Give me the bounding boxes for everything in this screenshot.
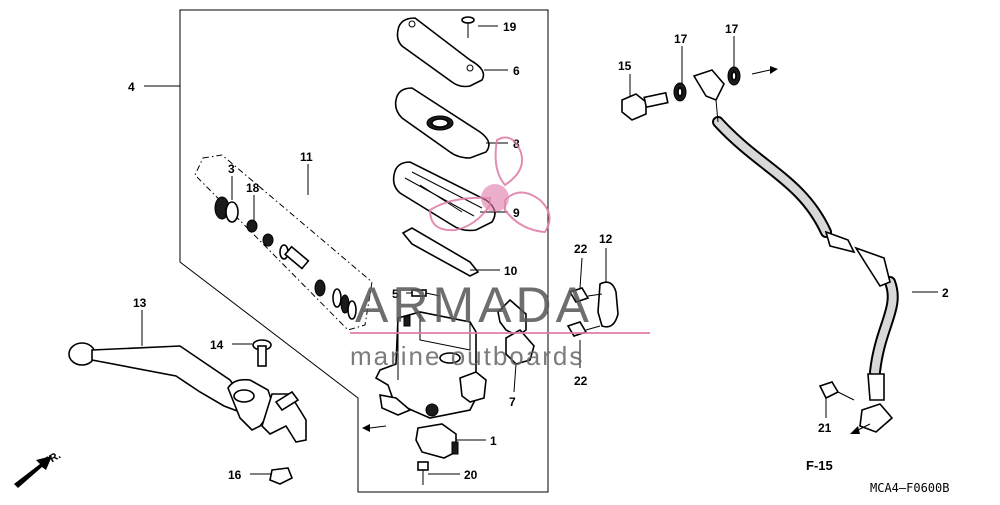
holder-clamp [497,298,535,365]
propeller-logo-icon [428,136,551,234]
seal-kit-boundary [194,154,373,331]
reservoir-cap [396,17,485,88]
arrow-icon [362,424,387,432]
diaphragm [392,161,496,232]
front-label: FR. [42,449,63,468]
lever-pivot-bolt [252,339,272,367]
callout-19: 19 [503,20,517,34]
brake-light-switch [415,423,459,459]
front-direction-indicator: FR. [14,449,63,488]
callout-14: 14 [210,338,224,352]
switch-screw [417,461,429,485]
assembly-boundary [179,9,549,493]
callout-20: 20 [464,468,478,482]
leader-lines [141,25,938,475]
arrow-icon [850,423,871,434]
sealing-washer-a [673,82,687,102]
float-plate [401,227,480,277]
watermark-tagline: marine outboards [350,341,584,371]
callout-2: 2 [942,286,949,300]
watermark-brand: ARMADA [355,277,593,333]
callout-21: 21 [818,421,832,435]
callout-22-top: 22 [574,242,588,256]
callout-5: 5 [392,287,399,301]
callout-16: 16 [228,468,242,482]
callout-13: 13 [133,296,147,310]
watermark: ARMADA marine outboards [350,136,650,371]
callout-17-left: 17 [674,32,688,46]
callout-9: 9 [513,206,520,220]
diagram-code: MCA4—F0600B [870,481,949,495]
brake-lever [68,342,307,443]
sealing-washer-b [727,66,741,86]
hose-guide [597,281,619,328]
callout-22-bottom: 22 [574,374,588,388]
callout-15: 15 [618,59,632,73]
arrow-icon [751,66,778,75]
reservoir-plate [394,87,490,159]
brake-hose [692,69,899,433]
callout-7: 7 [509,395,516,409]
callout-12: 12 [599,232,613,246]
callout-10: 10 [504,264,518,278]
callout-18: 18 [246,181,260,195]
hose-clamp-bolt [818,381,855,401]
callout-6: 6 [513,64,520,78]
union-bolt [621,91,669,121]
guide-bolt-a [568,287,603,303]
lever-pivot-nut [269,467,294,485]
section-reference: F-15 [806,458,833,473]
callout-17-right: 17 [725,22,739,36]
cap-screw [461,16,475,38]
seal-kit-parts [214,196,357,320]
callout-4: 4 [128,80,135,94]
master-cylinder-body [374,311,487,419]
callout-3: 3 [228,162,235,176]
callout-11: 11 [300,150,313,164]
callout-1: 1 [490,434,497,448]
